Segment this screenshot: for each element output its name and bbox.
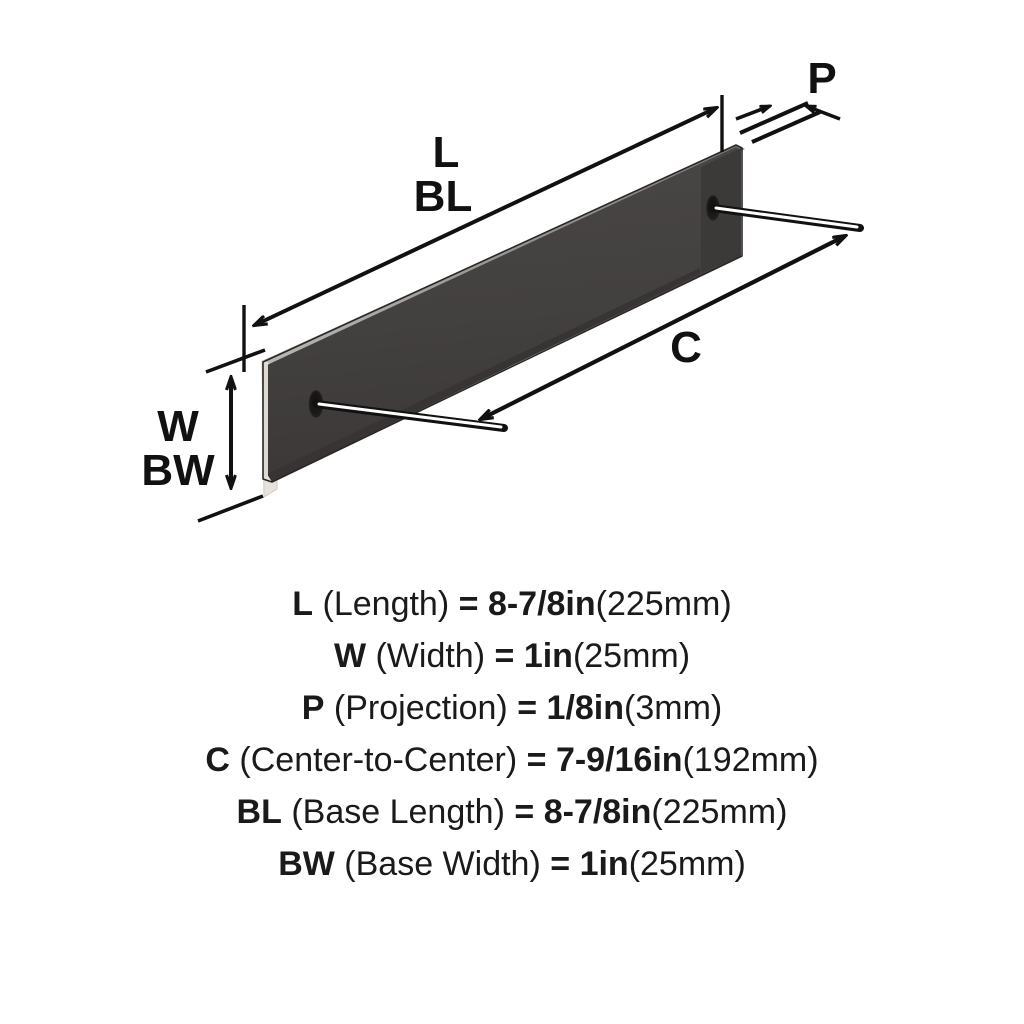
dimension-length: L BL xyxy=(242,95,724,372)
projection-extension-a xyxy=(739,101,809,135)
dimension-projection: P xyxy=(735,54,841,144)
legend-eq-bl: = xyxy=(514,793,535,831)
legend-value-bw: 1in xyxy=(579,845,629,883)
dimension-width: W BW xyxy=(141,348,266,523)
product-dimension-diagram: L BL P W BW xyxy=(141,54,864,523)
dimension-center-to-center: C xyxy=(312,204,864,432)
legend-code-bl: BL xyxy=(236,793,282,831)
legend-metric-w: (25mm) xyxy=(572,637,691,675)
label-length: L xyxy=(433,128,460,177)
legend-metric-bl: (225mm) xyxy=(651,793,788,831)
legend-name-p: (Projection) xyxy=(333,689,508,727)
legend-name-w: (Width) xyxy=(375,637,486,675)
legend-code-w: W xyxy=(333,637,367,675)
legend-eq-l: = xyxy=(458,585,479,623)
legend-row-base-length: BL (Base Length) = 8-7/8in(225mm) xyxy=(237,786,788,838)
legend-eq-p: = xyxy=(517,689,538,727)
length-dimension-line xyxy=(255,108,716,325)
legend-row-base-width: BW (Base Width) = 1in(25mm) xyxy=(278,838,746,890)
legend-metric-p: (3mm) xyxy=(624,689,723,727)
projection-arrow-left xyxy=(735,104,770,121)
legend-value-c: 7-9/16in xyxy=(555,741,683,779)
legend-eq-c: = xyxy=(526,741,547,779)
label-base-width: BW xyxy=(141,446,215,495)
legend-row-projection: P (Projection) = 1/8in(3mm) xyxy=(302,682,722,734)
label-projection: P xyxy=(807,54,836,103)
legend-eq-w: = xyxy=(494,637,515,675)
cc-leader-left-core xyxy=(317,402,503,429)
legend-code-l: L xyxy=(292,585,314,623)
legend-name-bl: (Base Length) xyxy=(291,793,505,831)
legend-row-width: W (Width) = 1in(25mm) xyxy=(334,630,690,682)
label-center-to-center: C xyxy=(670,323,702,372)
legend-row-length: L (Length) = 8-7/8in(225mm) xyxy=(292,578,731,630)
legend-metric-bw: (25mm) xyxy=(628,845,746,883)
legend-value-bl: 8-7/8in xyxy=(543,793,652,831)
diagram-svg: L BL P W BW xyxy=(141,54,864,523)
cc-leader-right-core xyxy=(714,206,859,229)
legend-code-p: P xyxy=(301,689,325,727)
label-base-length: BL xyxy=(414,172,473,221)
legend-name-bw: (Base Width) xyxy=(344,845,541,883)
legend-name-c: (Center-to-Center) xyxy=(239,741,518,779)
projection-extension-b xyxy=(751,110,821,144)
legend-value-l: 8-7/8in xyxy=(487,585,596,623)
legend-value-w: 1in xyxy=(523,637,573,675)
legend-metric-c: (192mm) xyxy=(682,741,819,779)
cc-dimension-line xyxy=(481,236,845,419)
legend-eq-bw: = xyxy=(550,845,571,883)
legend-code-c: C xyxy=(205,741,230,779)
legend-name-l: (Length) xyxy=(322,585,450,623)
width-extension-top xyxy=(205,348,266,374)
width-extension-bottom xyxy=(197,494,264,523)
projection-arrow-right xyxy=(806,104,841,121)
label-width: W xyxy=(157,402,199,451)
legend-value-p: 1/8in xyxy=(546,689,625,727)
pull-left-edge-highlight xyxy=(263,362,268,479)
legend-row-center-to-center: C (Center-to-Center) = 7-9/16in(192mm) xyxy=(205,734,818,786)
dimension-legend: L (Length) = 8-7/8in(225mm) W (Width) = … xyxy=(0,578,1024,890)
legend-metric-l: (225mm) xyxy=(595,585,732,623)
legend-code-bw: BW xyxy=(278,845,335,883)
